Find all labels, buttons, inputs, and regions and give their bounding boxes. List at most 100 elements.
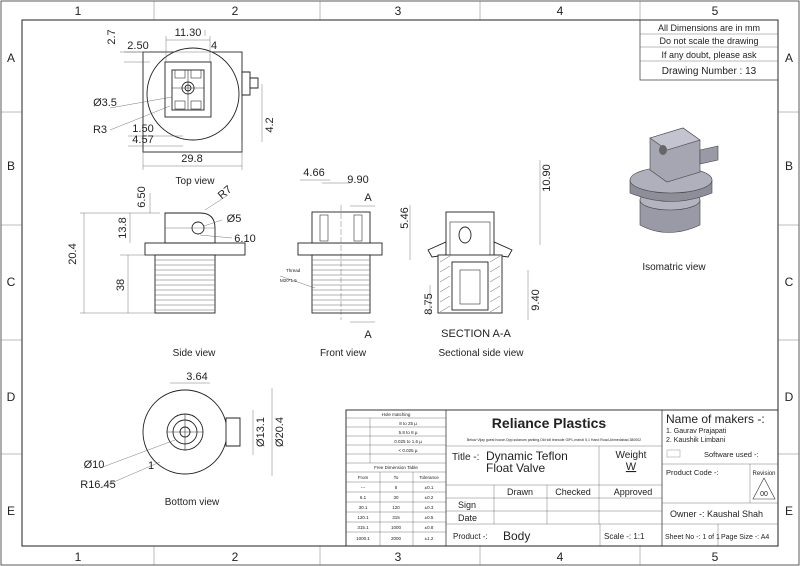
isometric-view <box>629 127 719 233</box>
note-text: If any doubt, please ask <box>661 50 757 60</box>
section-mark: A <box>364 329 372 341</box>
view-title: Side view <box>173 348 217 359</box>
dim-label: 13.8 <box>117 217 129 238</box>
col-label: 4 <box>557 550 564 564</box>
dim-label: 4.2 <box>264 117 276 132</box>
dim-label: 4.66 <box>303 167 324 179</box>
top-view-dim-text: 11.30 2.7 2.50 4 Ø3.5 R3 1.50 4.57 29.8 … <box>93 27 276 165</box>
dim-label: 1.50 <box>132 123 153 135</box>
table-header: Tolerance <box>419 475 439 480</box>
view-title: Bottom view <box>165 497 220 508</box>
table-header: To <box>394 475 399 480</box>
table-cell: 8 to 25 µ <box>399 421 417 426</box>
table-cell: ±0.2 <box>425 495 434 500</box>
front-view <box>297 205 383 320</box>
col-label: 5 <box>712 4 719 18</box>
date-label: Date <box>458 513 477 523</box>
table-cell: 120 <box>392 505 400 510</box>
table-header: From <box>358 475 369 480</box>
dim-label: Ø20.4 <box>274 417 286 447</box>
drawing-number: Drawing Number : 13 <box>662 66 757 77</box>
thread-note: Thread <box>286 268 301 273</box>
table-cell: ±0.1 <box>425 485 434 490</box>
zone-labels: 1 2 3 4 5 1 2 3 4 5 A B C D E A B C D E <box>7 4 794 564</box>
dim-label: R7 <box>216 184 234 202</box>
table-cell: < 0.025 µ <box>399 448 418 453</box>
col-label: 3 <box>395 550 402 564</box>
row-label: D <box>7 390 16 404</box>
section-dim-text: 10.90 5.46 8.75 9.40 <box>399 164 553 314</box>
sign-label: Sign <box>458 500 476 510</box>
front-view-dim-text: 4.66 9.90 A A <box>303 167 372 341</box>
revision-value: 00 <box>760 491 768 498</box>
maker-name: 2. Kaushik Limbani <box>666 437 726 444</box>
section-mark: A <box>364 192 372 204</box>
row-label: C <box>785 275 794 289</box>
table-title: Free Dimension Table <box>374 465 418 470</box>
note-text: Do not scale the drawing <box>659 36 758 46</box>
table-cell: ±0.5 <box>425 515 434 520</box>
table-cell: 6 <box>395 485 398 490</box>
note-text: All Dimensions are in mm <box>658 23 760 33</box>
table-cell: 5.8 to 8 µ <box>399 430 418 435</box>
row-label: A <box>785 51 793 65</box>
title-label: Title -: <box>452 452 479 463</box>
checked-label: Checked <box>555 487 591 497</box>
row-label: D <box>785 390 794 404</box>
section-label: SECTION A-A <box>441 328 511 340</box>
dim-label: Ø10 <box>84 459 105 471</box>
dim-label: 5.46 <box>399 207 411 228</box>
sectional-view <box>427 211 513 314</box>
table-cell: 1000 <box>391 525 402 530</box>
col-label: 2 <box>232 4 239 18</box>
scale-text: Scale -: 1:1 <box>604 532 645 541</box>
dim-label: Ø13.1 <box>255 417 267 447</box>
dim-label: 29.8 <box>181 153 202 165</box>
title-line: Dynamic Teflon <box>486 449 568 463</box>
owner-text: Owner -: Kaushal Shah <box>670 509 763 519</box>
col-label: 3 <box>395 4 402 18</box>
dim-label: 1 <box>148 460 154 472</box>
bottom-view-dim-text: 3.64 Ø10 R16.45 1 Ø13.1 Ø20.4 <box>80 371 286 491</box>
side-view-dims <box>80 193 233 314</box>
dim-label: R16.45 <box>80 479 115 491</box>
dim-label: Ø3.5 <box>93 97 117 109</box>
dim-label: 11.30 <box>175 27 202 39</box>
title-line: Float Valve <box>486 461 545 475</box>
dim-label: 8.75 <box>423 293 435 314</box>
title-block: Reliance Plastics Below Vijay guest hous… <box>345 409 779 547</box>
dim-label: 20.4 <box>67 243 79 264</box>
software-icon <box>666 449 681 458</box>
dim-label: 6.10 <box>234 233 255 245</box>
table-cell: 30 <box>393 495 399 500</box>
table-cell: ±0.3 <box>425 505 434 510</box>
top-view <box>142 47 259 153</box>
view-title: Top view <box>176 176 216 187</box>
row-label: A <box>7 51 15 65</box>
makers-title: Name of makers -: <box>666 412 765 426</box>
row-label: C <box>7 275 16 289</box>
top-view-dims <box>109 30 263 170</box>
maker-name: 1. Gaurav Prajapati <box>666 428 727 435</box>
company-address: Below Vijay guest house,Opp.solanum park… <box>467 438 641 442</box>
revision-triangle-icon <box>752 477 776 500</box>
table-cell: ±1.2 <box>425 536 434 541</box>
tolerance-table: Free Dimension Table From To Tolerance -… <box>346 465 446 546</box>
view-title: Isomatric view <box>642 262 706 273</box>
dim-label: 6.50 <box>136 186 148 207</box>
software-label: Software used -: <box>704 450 759 459</box>
view-title: Sectional side view <box>438 348 524 359</box>
table-cell: --- <box>361 485 366 490</box>
approved-label: Approved <box>614 487 653 497</box>
side-view <box>144 212 246 314</box>
thread-note: M20*1.5 <box>280 278 297 283</box>
row-label: E <box>785 504 793 518</box>
table-cell: 0.025 to 1.6 µ <box>394 439 422 444</box>
weight-value: W <box>626 461 637 473</box>
row-label: E <box>7 504 15 518</box>
page-size-text: Page Size -: A4 <box>721 534 769 541</box>
section-dims <box>409 160 541 320</box>
